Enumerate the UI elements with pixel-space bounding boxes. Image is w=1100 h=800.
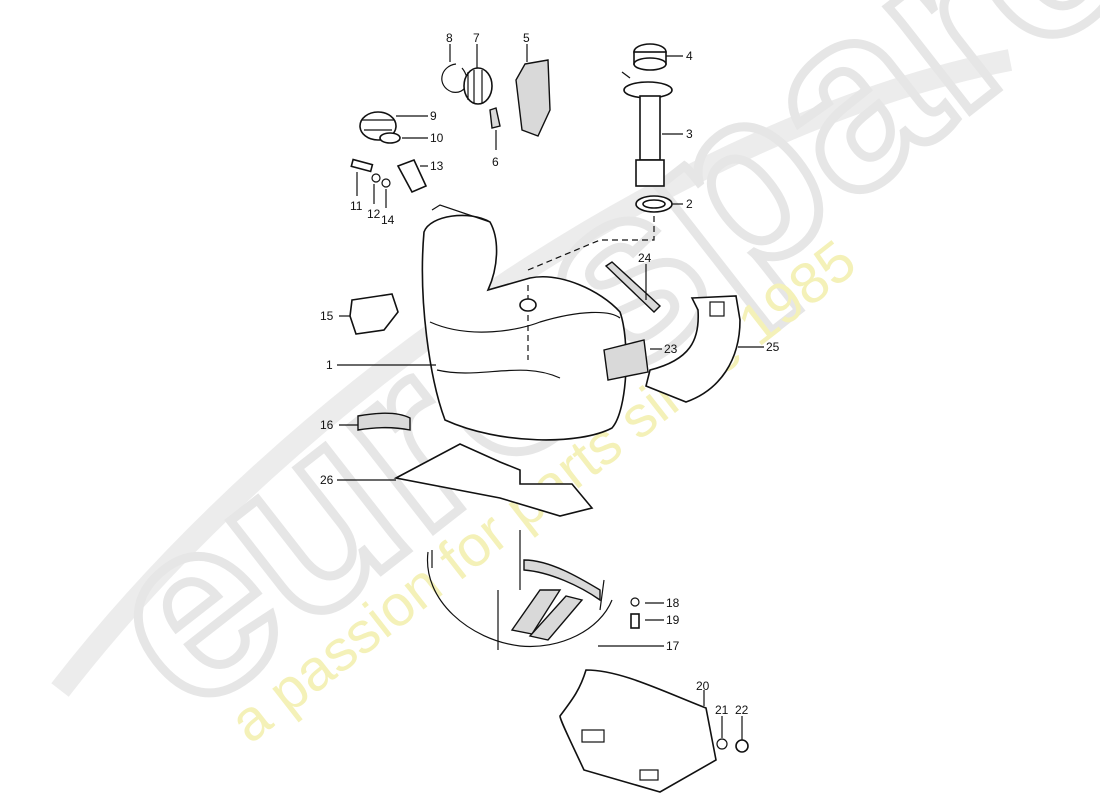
part-spring-washer[interactable]: [371, 173, 381, 183]
callout-11[interactable]: 11: [350, 199, 363, 213]
part-lock-washer[interactable]: [630, 597, 640, 607]
part-clamp-ring[interactable]: [441, 63, 468, 93]
part-filler-neck[interactable]: [396, 158, 428, 194]
callout-2[interactable]: 2: [686, 197, 693, 211]
callout-5[interactable]: 5: [523, 31, 530, 45]
callout-4[interactable]: 4: [686, 49, 693, 63]
part-screw[interactable]: [630, 613, 640, 629]
callout-13[interactable]: 13: [430, 159, 444, 173]
callout-24[interactable]: 24: [638, 251, 652, 265]
callout-25[interactable]: 25: [766, 340, 780, 354]
part-washer-21[interactable]: [716, 738, 728, 750]
callout-12[interactable]: 12: [367, 207, 381, 221]
part-heat-shield[interactable]: [393, 443, 594, 517]
callout-6[interactable]: 6: [492, 155, 499, 169]
part-foam-block[interactable]: [603, 339, 649, 381]
part-seal-ring[interactable]: [635, 195, 673, 213]
callout-labels: 8 7 5 4 3 2 6 9 10 13 11 12 14 1 15 16 2…: [320, 31, 780, 717]
part-cap-nut[interactable]: [633, 43, 667, 71]
callout-26[interactable]: 26: [320, 473, 334, 487]
part-tank-cradle[interactable]: [426, 530, 613, 650]
callout-19[interactable]: 19: [666, 613, 680, 627]
part-foam-strip[interactable]: [357, 412, 411, 431]
callout-22[interactable]: 22: [735, 703, 749, 717]
part-filler-boot[interactable]: [463, 67, 493, 105]
part-washer[interactable]: [381, 178, 391, 188]
callout-10[interactable]: 10: [430, 131, 444, 145]
callout-17[interactable]: 17: [666, 639, 680, 653]
callout-21[interactable]: 21: [715, 703, 729, 717]
callout-18[interactable]: 18: [666, 596, 680, 610]
part-side-bracket[interactable]: [645, 295, 741, 403]
callout-20[interactable]: 20: [696, 679, 710, 693]
callout-15[interactable]: 15: [320, 309, 334, 323]
callout-14[interactable]: 14: [381, 213, 395, 227]
callout-1[interactable]: 1: [326, 358, 333, 372]
callout-9[interactable]: 9: [430, 109, 437, 123]
part-grommet[interactable]: [379, 132, 401, 144]
callout-23[interactable]: 23: [664, 342, 678, 356]
callout-8[interactable]: 8: [446, 31, 453, 45]
part-nut-22[interactable]: [735, 739, 749, 753]
part-underbody-shield[interactable]: [559, 669, 717, 793]
callout-leaders: [337, 44, 764, 740]
callout-3[interactable]: 3: [686, 127, 693, 141]
callout-16[interactable]: 16: [320, 418, 334, 432]
callout-7[interactable]: 7: [473, 31, 480, 45]
part-bolt[interactable]: [350, 158, 374, 173]
part-foam-pad[interactable]: [515, 59, 551, 137]
part-fuel-level-sender[interactable]: [621, 71, 673, 187]
part-valve[interactable]: [489, 107, 501, 129]
